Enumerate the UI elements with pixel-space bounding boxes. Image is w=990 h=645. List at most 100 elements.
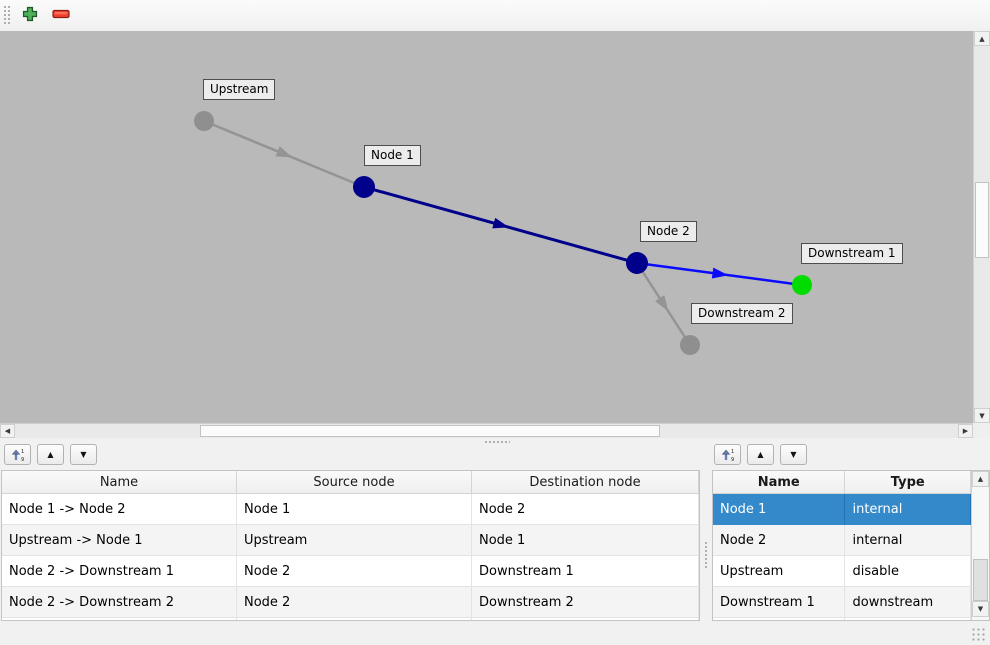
- move-up-button[interactable]: ▲: [747, 444, 774, 465]
- table-cell: Downstream 1: [713, 587, 846, 617]
- move-up-button[interactable]: ▲: [37, 444, 64, 465]
- empty-table-area: [2, 618, 699, 620]
- scroll-down-arrow-icon[interactable]: ▼: [974, 408, 990, 423]
- up-triangle-icon: ▲: [47, 449, 54, 459]
- table-cell: Downstream 1: [472, 556, 699, 586]
- table-cell: internal: [845, 494, 971, 524]
- sort-ascending-icon: 1 9: [721, 449, 734, 462]
- edges-toolbar: 1 9 ▲ ▼: [4, 444, 97, 467]
- edge-arrowhead-icon: [275, 146, 293, 158]
- column-header[interactable]: Source node: [237, 471, 472, 493]
- node-label-upstream[interactable]: Upstream: [203, 79, 276, 100]
- table-cell: Node 2: [472, 494, 699, 524]
- table-cell: internal: [845, 525, 971, 555]
- column-header[interactable]: Destination node: [472, 471, 699, 493]
- remove-button[interactable]: [51, 6, 71, 26]
- graph-node-node2[interactable]: [626, 252, 648, 274]
- move-down-button[interactable]: ▼: [780, 444, 807, 465]
- graph-node-node1[interactable]: [353, 176, 375, 198]
- sort-ascending-icon: 1 9: [11, 449, 24, 462]
- table-cell: [2, 618, 237, 620]
- down-triangle-icon: ▼: [790, 449, 797, 459]
- scroll-left-arrow-icon[interactable]: ◀: [0, 424, 15, 438]
- nodes-toolbar: 1 9 ▲ ▼: [714, 444, 807, 467]
- table-scroll-thumb[interactable]: [973, 559, 988, 601]
- column-header[interactable]: Name: [713, 471, 846, 493]
- toolbar-grip[interactable]: [3, 5, 11, 26]
- plus-icon: [21, 5, 39, 27]
- empty-table-area: [713, 618, 971, 620]
- nodes-table-scrollbar[interactable]: ▲ ▼: [971, 471, 989, 620]
- splitter-grip-dots: [704, 541, 708, 569]
- table-cell: downstream: [845, 587, 971, 617]
- graph-vertical-scrollbar[interactable]: ▲ ▼: [973, 31, 990, 423]
- horizontal-scroll-thumb[interactable]: [200, 425, 660, 437]
- table-cell: Node 2: [237, 587, 472, 617]
- edge-arrowhead-icon: [711, 267, 729, 279]
- table-cell: Downstream 2: [472, 587, 699, 617]
- edge-arrowhead-icon: [492, 217, 510, 229]
- table-cell: Node 2: [237, 556, 472, 586]
- sort-button[interactable]: 1 9: [714, 444, 741, 465]
- graph-horizontal-scrollbar[interactable]: ◀ ▶: [0, 423, 973, 438]
- scroll-up-arrow-icon[interactable]: ▲: [972, 471, 989, 487]
- move-down-button[interactable]: ▼: [70, 444, 97, 465]
- table-cell: Upstream -> Node 1: [2, 525, 237, 555]
- window-resize-grip[interactable]: [971, 627, 986, 642]
- node-label-downstream1[interactable]: Downstream 1: [801, 243, 903, 264]
- splitter-grip-dots: [484, 440, 510, 443]
- minus-icon: [51, 4, 71, 28]
- table-cell: Node 1 -> Node 2: [2, 494, 237, 524]
- horizontal-pane-splitter[interactable]: [0, 438, 990, 445]
- svg-text:9: 9: [21, 457, 24, 462]
- table-cell: Upstream: [713, 556, 846, 586]
- sort-button[interactable]: 1 9: [4, 444, 31, 465]
- svg-text:1: 1: [731, 449, 734, 455]
- graph-node-downstream2[interactable]: [680, 335, 700, 355]
- add-button[interactable]: [20, 6, 40, 26]
- scroll-down-arrow-icon[interactable]: ▼: [972, 601, 989, 617]
- vertical-scroll-thumb[interactable]: [975, 182, 989, 258]
- graph-node-upstream[interactable]: [194, 111, 214, 131]
- graph-svg: [194, 111, 812, 355]
- table-cell: [472, 618, 699, 620]
- table-cell: [845, 618, 971, 620]
- table-cell: [237, 618, 472, 620]
- vertical-pane-splitter[interactable]: [701, 468, 711, 621]
- table-cell: Upstream: [237, 525, 472, 555]
- node-label-downstream2[interactable]: Downstream 2: [691, 303, 793, 324]
- table-cell: Node 1: [713, 494, 846, 524]
- scroll-right-arrow-icon[interactable]: ▶: [958, 424, 973, 438]
- table-cell: Node 2: [713, 525, 846, 555]
- node-label-node1[interactable]: Node 1: [364, 145, 421, 166]
- node-label-node2[interactable]: Node 2: [640, 221, 697, 242]
- svg-text:9: 9: [731, 457, 734, 462]
- scroll-up-arrow-icon[interactable]: ▲: [974, 31, 990, 46]
- main-toolbar: [0, 0, 990, 32]
- table-cell: Node 1: [237, 494, 472, 524]
- table-cell: Node 2 -> Downstream 1: [2, 556, 237, 586]
- column-header[interactable]: Type: [845, 471, 971, 493]
- table-cell: Node 1: [472, 525, 699, 555]
- up-triangle-icon: ▲: [757, 449, 764, 459]
- graph-node-downstream1[interactable]: [792, 275, 812, 295]
- edge-arrowhead-icon: [655, 295, 669, 312]
- table-cell: [713, 618, 846, 620]
- table-cell: disable: [845, 556, 971, 586]
- column-header[interactable]: Name: [2, 471, 237, 493]
